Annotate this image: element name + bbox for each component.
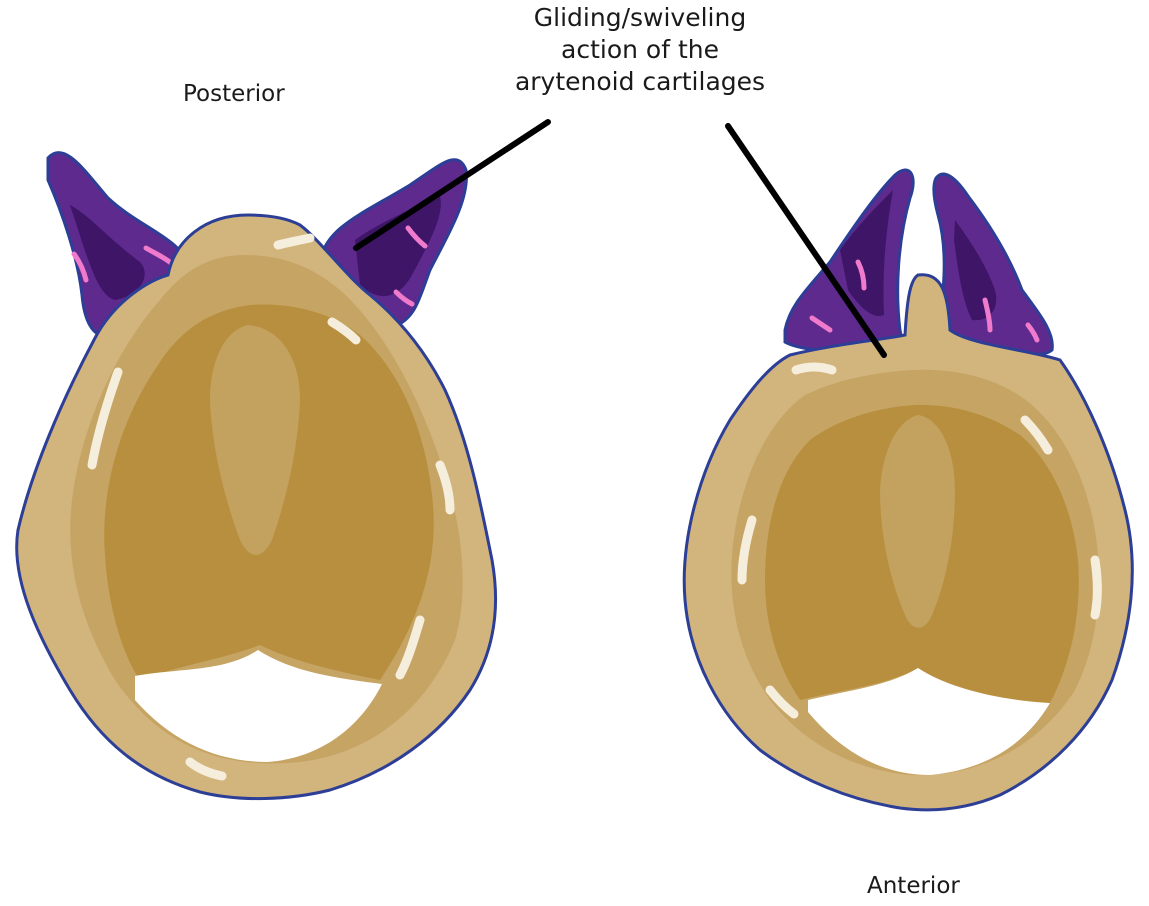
posterior-label: Posterior — [183, 80, 285, 109]
left-larynx-abducted — [17, 153, 496, 799]
right-larynx-adducted — [684, 170, 1132, 810]
action-annotation: Gliding/swiveling action of the arytenoi… — [470, 2, 810, 98]
action-annotation-line-3: arytenoid cartilages — [470, 66, 810, 98]
action-annotation-line-1: Gliding/swiveling — [470, 2, 810, 34]
anterior-label: Anterior — [867, 872, 960, 901]
action-annotation-line-2: action of the — [470, 34, 810, 66]
